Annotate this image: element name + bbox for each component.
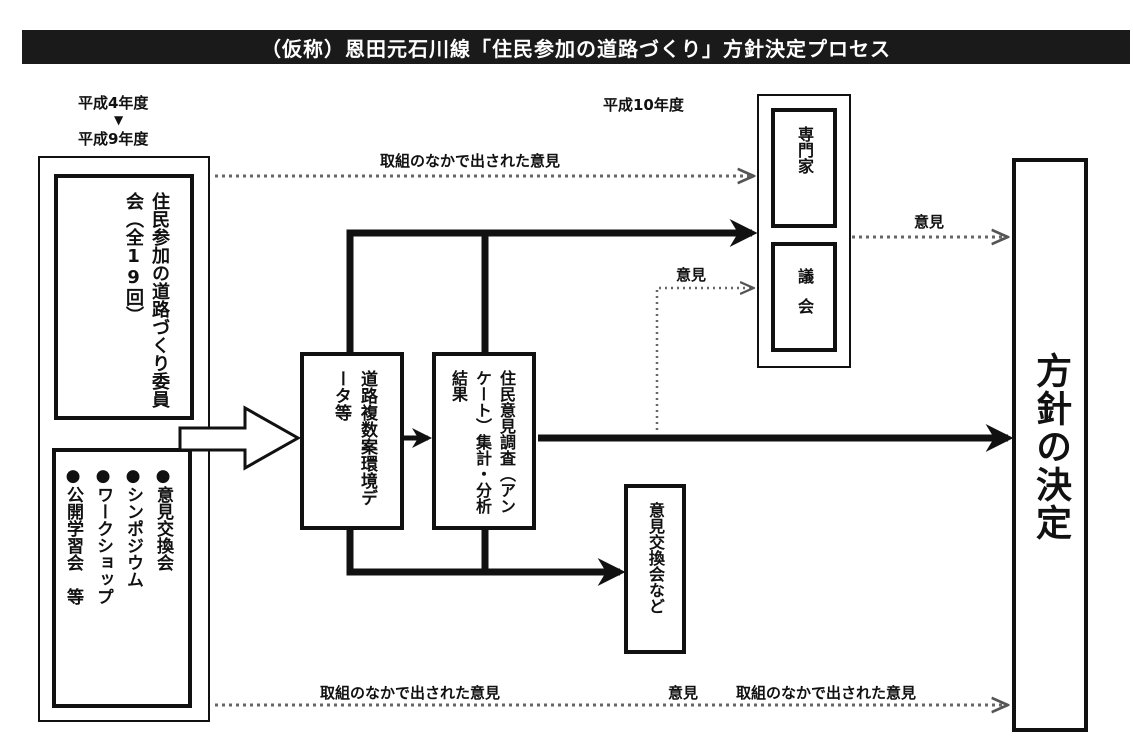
committee-name: 住民参加の道路づくり委員会 (123, 192, 170, 408)
expert-text: 専門家 (795, 126, 814, 174)
committee-sessions: （全19回） (123, 210, 144, 324)
solid-arrow-to-exchange (346, 530, 626, 586)
activity-item: ●シンポジウム (123, 466, 143, 588)
down-triangle-icon: ▼ (114, 113, 124, 127)
bottom-feedback-label-right: 取組のなかで出された意見 (736, 684, 917, 702)
exchange-box: 意見交換会など (624, 484, 686, 654)
bottom-opinion-label: 意見 (668, 684, 699, 702)
activity-item: ●公開学習会 等 (63, 466, 83, 605)
survey-text: 住民意見調査（アンケート）集計・分析結果 (449, 370, 516, 514)
road-plans-box: 道路複数案環境データ等 (300, 352, 404, 530)
expert-box: 専門家 (771, 108, 837, 228)
committee-box: 住民参加の道路づくり委員会（全19回） (54, 174, 194, 420)
activities-box: ●意見交換会 ●シンポジウム ●ワークショップ ●公開学習会 等 (52, 448, 192, 708)
survey-box: 住民意見調査（アンケート）集計・分析結果 (432, 352, 536, 530)
exchange-text: 意見交換会など (646, 502, 665, 614)
period-end-label: 平成9年度 (78, 130, 149, 148)
council-text: 議会 (795, 268, 814, 328)
bottom-feedback-label-left: 取組のなかで出された意見 (320, 684, 501, 702)
activity-item: ●意見交換会 (153, 466, 173, 571)
activity-item: ●ワークショップ (93, 466, 113, 605)
opinion-label-right: 意見 (914, 213, 945, 231)
opinion-label-mid: 意見 (676, 266, 707, 284)
decision-text: 方針の決定 (1030, 352, 1071, 542)
period-start-label: 平成4年度 (78, 94, 149, 112)
period-h10-label: 平成10年度 (603, 96, 684, 114)
solid-arrow-to-expert (346, 219, 758, 352)
top-feedback-label: 取組のなかで出された意見 (380, 152, 561, 170)
opinion-arrow-to-council (655, 288, 752, 430)
decision-box: 方針の決定 (1012, 158, 1088, 732)
council-box: 議会 (771, 242, 837, 352)
diagram-title: （仮称）恩田元石川線「住民参加の道路づくり」方針決定プロセス (22, 30, 1130, 64)
road-plans-text: 道路複数案環境データ等 (331, 370, 377, 506)
hollow-main-arrow (178, 405, 302, 471)
expert-council-frame (757, 94, 851, 368)
